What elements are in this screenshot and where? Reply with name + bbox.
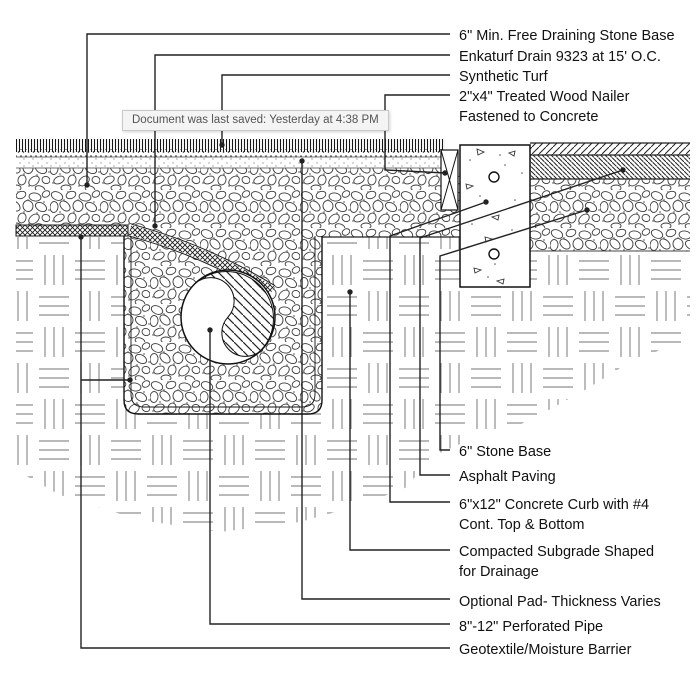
callout-asphalt-paving: Asphalt Paving — [459, 469, 556, 485]
wood-nailer — [440, 149, 459, 211]
optional-pad-layer — [16, 156, 445, 169]
leader-lines — [80, 33, 624, 649]
rebar-bottom — [488, 248, 500, 260]
trench-outline — [123, 236, 323, 415]
concrete-curb — [459, 144, 531, 288]
callout-stone-base: 6" Stone Base — [459, 444, 552, 460]
callout-stone-base-min: 6" Min. Free Draining Stone Base — [459, 28, 675, 44]
synthetic-turf-layer — [16, 139, 445, 157]
leader-dots — [78, 142, 626, 383]
callout-geotextile: Geotextile/Moisture Barrier — [459, 642, 632, 658]
asphalt-paving-layers — [530, 142, 690, 180]
rebar-top — [488, 171, 500, 183]
callout-enkaturf-drain: Enkaturf Drain 9323 at 15' O.C. — [459, 49, 661, 65]
compacted-subgrade-region — [16, 237, 690, 532]
callout-optional-pad: Optional Pad- Thickness Varies — [459, 594, 661, 610]
perforated-pipe — [180, 269, 276, 365]
autosave-tooltip: Document was last saved: Yesterday at 4:… — [122, 110, 389, 131]
callout-synthetic-turf: Synthetic Turf — [459, 69, 548, 85]
callout-perforated-pipe: 8"-12" Perforated Pipe — [459, 619, 604, 635]
